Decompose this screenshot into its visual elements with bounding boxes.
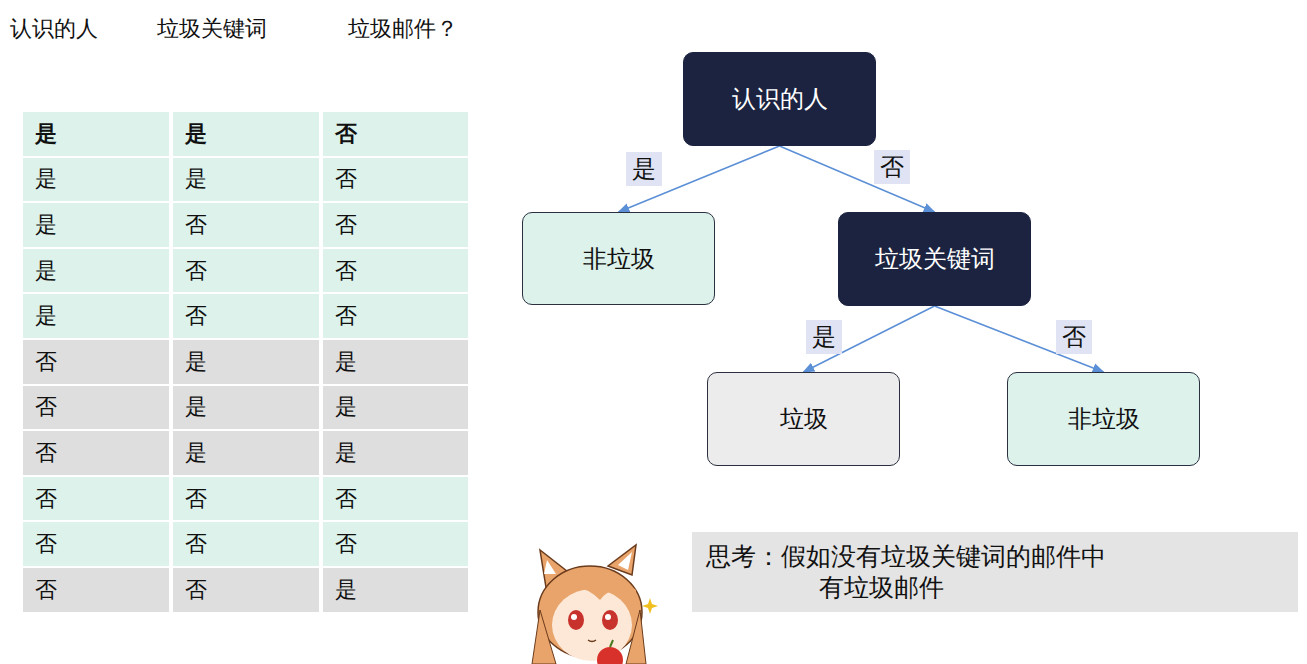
table-cell: 是 <box>185 166 207 192</box>
node-text: 认识的人 <box>732 83 828 115</box>
table-cell: 否 <box>35 577 57 603</box>
column-header: 认识的人 <box>10 16 98 42</box>
table-cell: 否 <box>185 303 207 329</box>
table-cell: 否 <box>185 486 207 512</box>
edge-label: 否 <box>874 150 910 185</box>
table-cell: 否 <box>185 577 207 603</box>
table-cell: 否 <box>35 440 57 466</box>
table-cell: 是 <box>335 577 357 603</box>
leaf-box: 垃圾 <box>707 372 900 466</box>
tree-connector <box>780 146 935 212</box>
column-header: 垃圾关键词 <box>157 16 267 42</box>
tree-connector <box>619 146 780 212</box>
table-cell: 否 <box>335 531 357 557</box>
table-cell: 否 <box>35 531 57 557</box>
table-cell: 是 <box>185 394 207 420</box>
table-cell: 是 <box>35 166 57 192</box>
column-header: 垃圾邮件？ <box>348 16 458 42</box>
table-cell: 是 <box>35 212 57 238</box>
table-cell: 是 <box>335 349 357 375</box>
table-cell: 是 <box>35 121 57 147</box>
table-cell: 否 <box>335 212 357 238</box>
table-cell: 否 <box>335 166 357 192</box>
table-cell: 是 <box>185 440 207 466</box>
fox-girl <box>532 545 658 664</box>
table-cell: 否 <box>185 258 207 284</box>
table-cell: 否 <box>335 258 357 284</box>
leaf-box: 非垃圾 <box>1007 372 1200 466</box>
node-text: 思考：假如没有垃圾关键词的邮件中 有垃圾邮件 <box>706 541 1158 604</box>
table-cell: 否 <box>335 486 357 512</box>
tree-connector <box>804 306 935 372</box>
table-cell: 否 <box>335 303 357 329</box>
table-cell: 是 <box>35 258 57 284</box>
table-cell: 否 <box>35 394 57 420</box>
table-cell: 是 <box>185 349 207 375</box>
node-text: 垃圾关键词 <box>875 243 995 275</box>
table-cell: 否 <box>185 531 207 557</box>
node-text: 垃圾 <box>780 403 828 435</box>
table-cell: 是 <box>185 121 207 147</box>
edge-label: 否 <box>1056 320 1092 355</box>
edge-label: 是 <box>626 152 662 187</box>
table-cell: 是 <box>35 303 57 329</box>
table-cell: 否 <box>185 212 207 238</box>
table-cell: 是 <box>335 394 357 420</box>
decision-box: 垃圾关键词 <box>838 212 1031 306</box>
table-cell: 否 <box>335 121 357 147</box>
table-cell: 否 <box>35 486 57 512</box>
table-cell: 是 <box>335 440 357 466</box>
note-box: 思考：假如没有垃圾关键词的邮件中 有垃圾邮件 <box>692 532 1298 612</box>
decision-box: 认识的人 <box>683 52 876 146</box>
leaf-box: 非垃圾 <box>522 212 715 305</box>
node-text: 非垃圾 <box>1068 403 1140 435</box>
edge-label: 是 <box>806 320 842 355</box>
node-text: 非垃圾 <box>583 243 655 275</box>
table-cell: 否 <box>35 349 57 375</box>
tree-connector <box>935 306 1104 372</box>
